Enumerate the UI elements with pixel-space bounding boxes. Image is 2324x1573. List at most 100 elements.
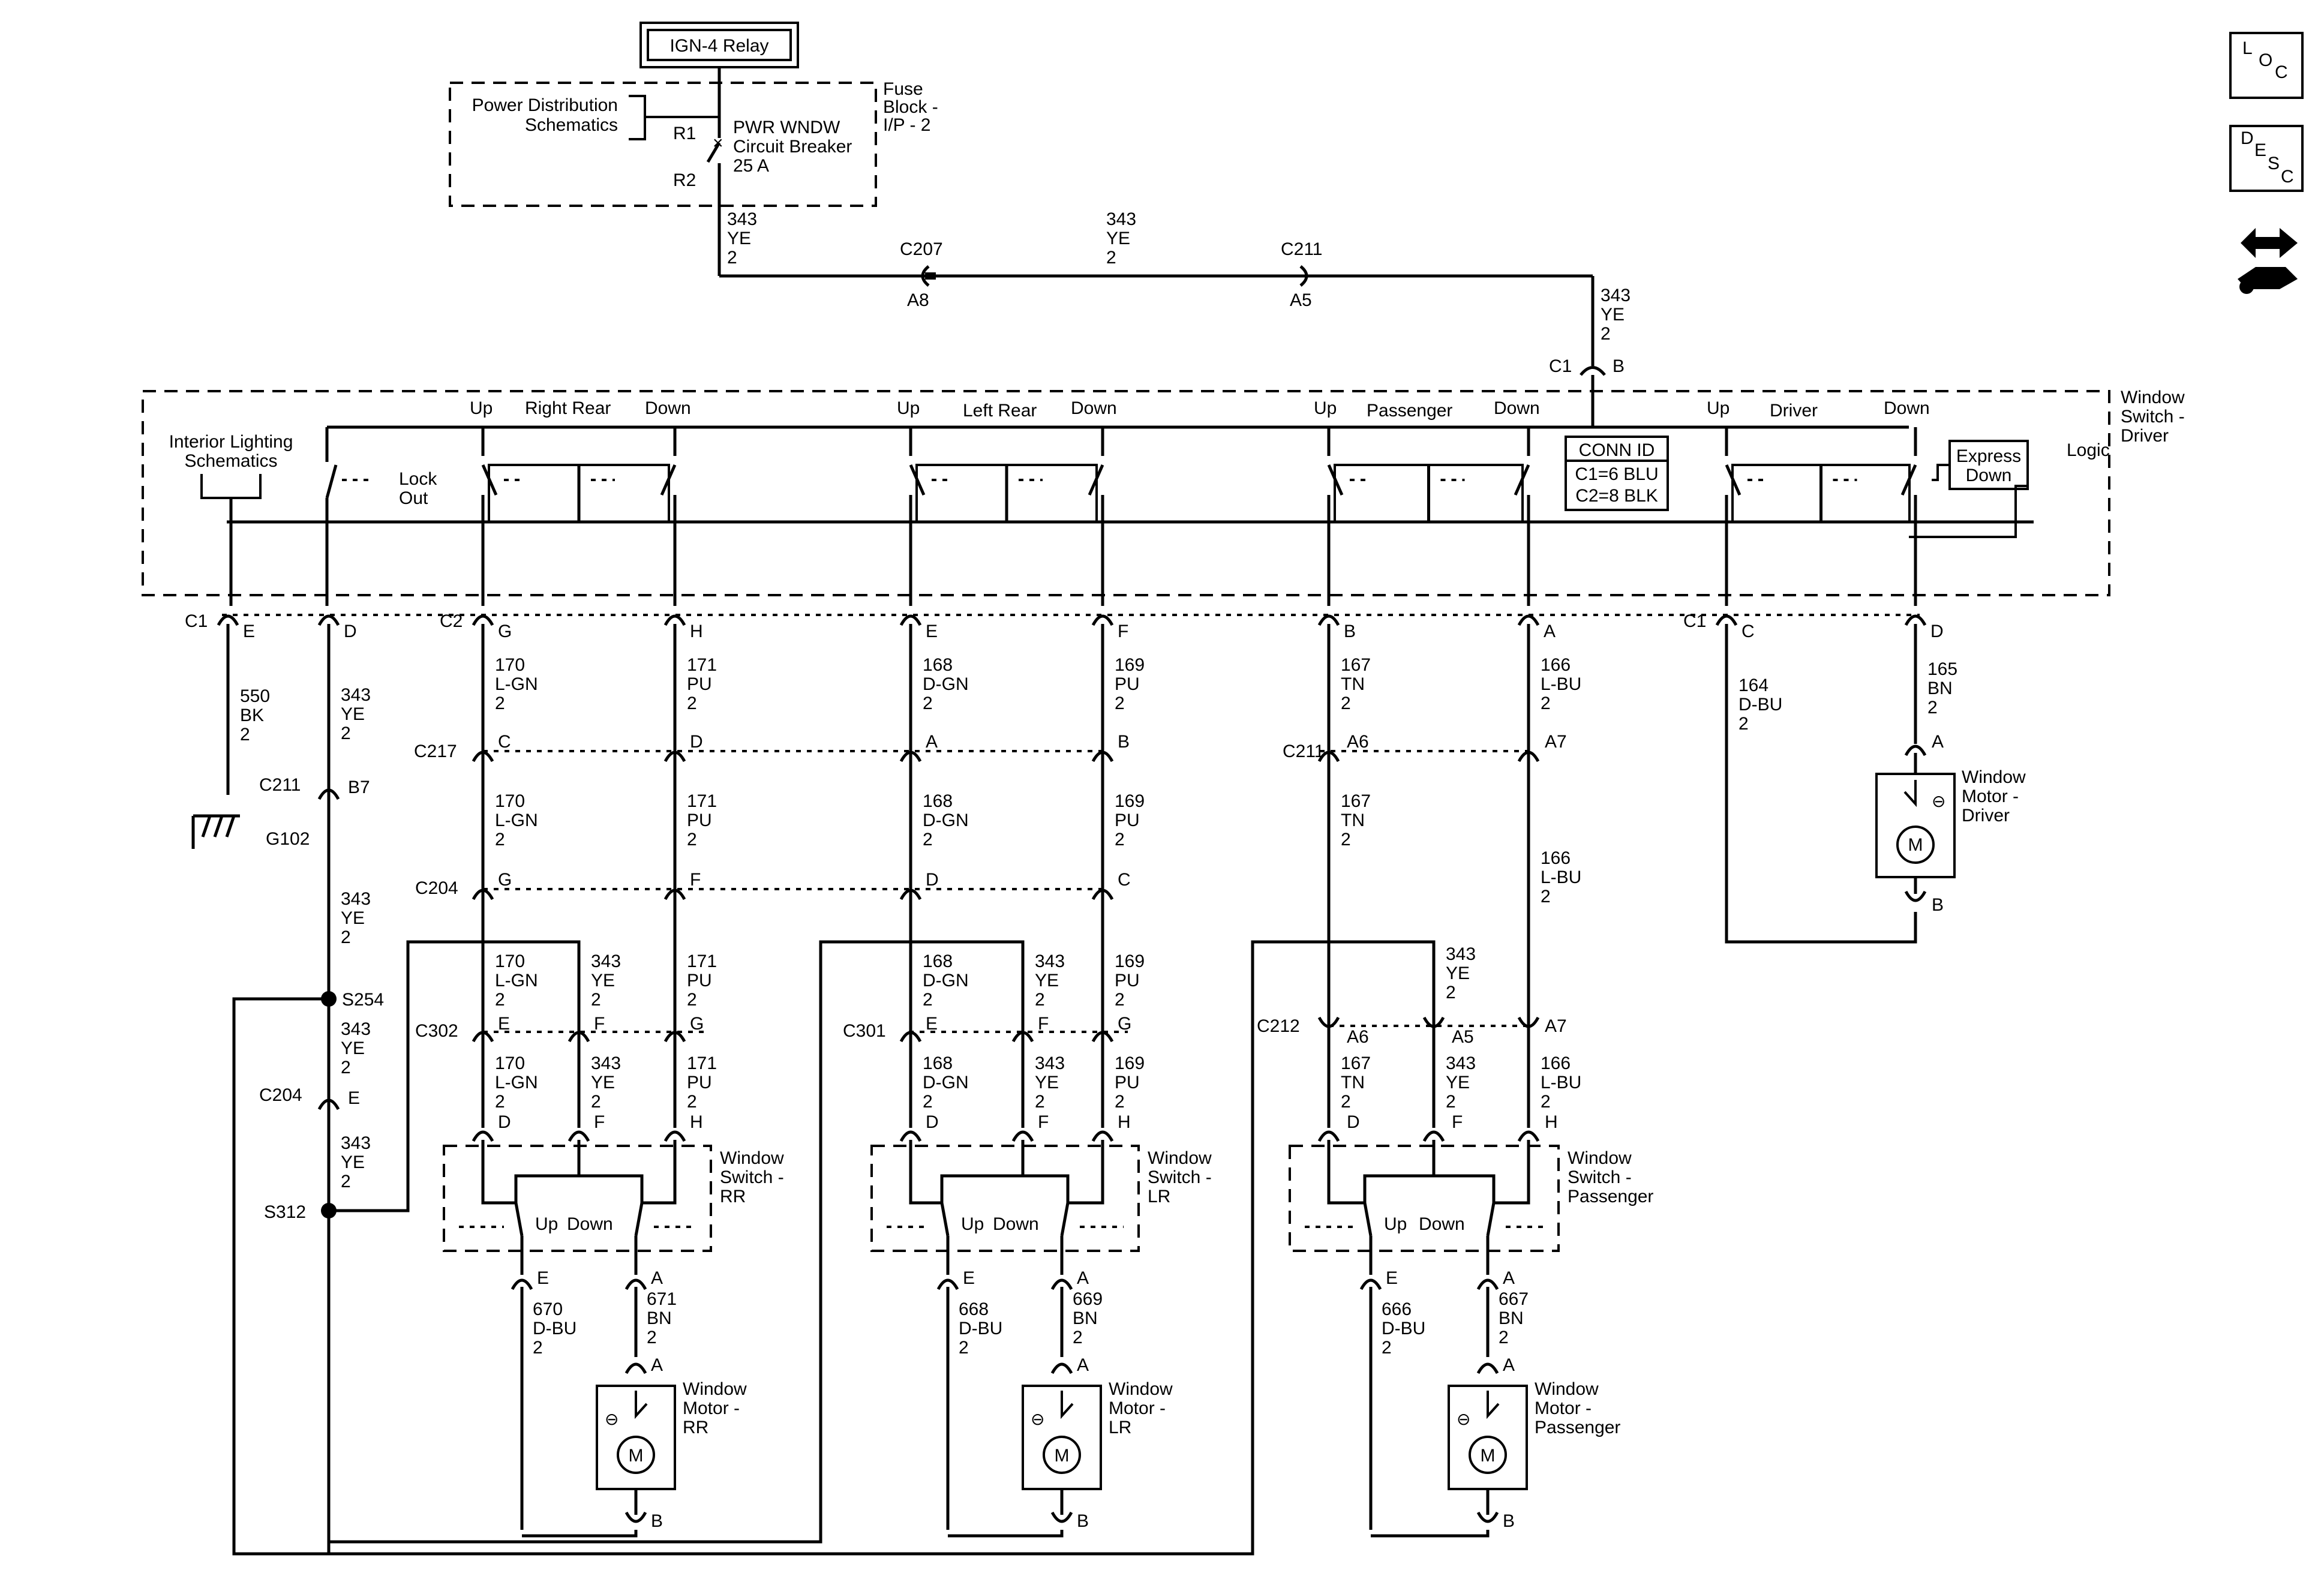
svg-text:Driver: Driver [1770, 401, 1818, 421]
wire-label-line: D-BU [959, 1319, 1002, 1338]
svg-text:I/P - 2: I/P - 2 [883, 115, 930, 135]
conn-c301: C301 [843, 1021, 886, 1041]
wire-label-line: D-BU [1739, 695, 1782, 715]
svg-text:C211: C211 [1281, 239, 1323, 259]
door-switch-box [1289, 1145, 1560, 1252]
svg-text:R1: R1 [673, 124, 696, 143]
motor-name: Motor - [683, 1398, 740, 1418]
svg-text:Up: Up [1707, 398, 1730, 418]
wire-label-line: 2 [341, 1172, 351, 1191]
arrows-icon[interactable] [2238, 228, 2298, 294]
connector-glyph [1011, 1031, 1034, 1043]
pin: E [963, 1268, 975, 1288]
sw-blade [1363, 1202, 1373, 1236]
wire-label-line: 343 [591, 1053, 621, 1073]
motor-breaker [635, 1391, 648, 1419]
wire-label-line: 171 [687, 791, 717, 811]
sw-line [1494, 1140, 1530, 1205]
motor-name: Motor - [1535, 1398, 1592, 1418]
pin-letter: E [926, 622, 938, 641]
svg-text:BK: BK [240, 706, 264, 725]
wire-label-line: D-BU [533, 1319, 577, 1338]
pin: H [1118, 1112, 1131, 1132]
pin: A [651, 1268, 663, 1288]
wire-label-line: 2 [495, 1092, 505, 1112]
connector-glyph [624, 1278, 647, 1290]
svg-text:C1: C1 [1549, 356, 1572, 376]
conn-c211: C211 [259, 775, 301, 795]
wire-label-line: 169 [1115, 655, 1145, 675]
wire-label-line: 171 [687, 951, 717, 971]
motor-polarity-icon: ⊖ [1457, 1410, 1470, 1428]
svg-text:Down: Down [1966, 466, 2012, 485]
door-switch-name: Switch - [1568, 1167, 1632, 1187]
wire-label-line: 2 [495, 990, 505, 1010]
wire-label-line: 2 [1446, 1092, 1456, 1112]
connector-glyph [511, 1278, 533, 1290]
pin: C [498, 732, 511, 752]
pin: A [1932, 732, 1944, 752]
pin: H [1545, 1112, 1558, 1132]
pin-letter: B [1344, 622, 1356, 641]
sw-blade [1486, 1202, 1496, 1236]
pin: B [651, 1511, 663, 1531]
desc-icon[interactable]: D E S C [2229, 125, 2304, 192]
wire-label-line: 171 [687, 655, 717, 675]
wire-label-line: 2 [1739, 714, 1749, 734]
door-switch-up: Up [1384, 1214, 1407, 1234]
wire-label-line: YE [591, 971, 615, 990]
pin: D [1347, 1112, 1360, 1132]
switch-pair-1 [481, 427, 677, 606]
window-motor-driver: M ⊖ Window Motor - Driver [1725, 624, 2026, 944]
svg-text:C2=8 BLK: C2=8 BLK [1575, 486, 1658, 506]
wire-segment [948, 1530, 1064, 1538]
wire-label-line: 2 [687, 694, 697, 713]
pin: E [498, 1014, 510, 1034]
wire-label-line: 166 [1541, 848, 1571, 868]
door-switch-name: Window [720, 1148, 784, 1168]
wire-label-line: 167 [1341, 655, 1371, 675]
sw-line [514, 1140, 581, 1203]
wire-label-line: 2 [923, 990, 933, 1010]
pin: G [1118, 1014, 1131, 1034]
pin: B [1932, 895, 1944, 915]
pin: A [926, 732, 938, 752]
svg-text:Lock: Lock [399, 469, 437, 489]
connector-glyph [936, 1278, 959, 1290]
wire-label-line: BN [1073, 1308, 1098, 1328]
window-switch-driver: Window Switch - Driver Logic Interior Li… [142, 388, 2185, 596]
wire-label-line: 170 [495, 655, 525, 675]
wire-label-line: D-GN [923, 810, 969, 830]
wire-label-line: 343 [1446, 1053, 1476, 1073]
wire-segment [522, 1530, 638, 1538]
pin: F [690, 870, 701, 890]
motor-name: Passenger [1535, 1418, 1620, 1437]
connector-glyph [1050, 1511, 1073, 1523]
connector-glyph [899, 751, 922, 763]
motor-circle [1469, 1436, 1507, 1474]
connector-glyph [1476, 1511, 1499, 1523]
sw-line [481, 1140, 516, 1205]
pin-letter: F [1118, 622, 1128, 641]
driver-switch-contacts [229, 427, 1917, 606]
connector-glyph [1359, 1278, 1382, 1290]
wire-label-line: YE [1035, 1073, 1059, 1092]
pin: D [498, 1112, 511, 1132]
wire-label-line: 2 [1115, 830, 1125, 849]
loc-icon[interactable]: L O C [2229, 32, 2304, 99]
wire-label-line: 164 [1739, 676, 1768, 695]
wire-label-line: 343 [341, 889, 371, 909]
wire-label-line: 2 [1035, 990, 1045, 1010]
wire-label-line: L-GN [495, 810, 538, 830]
driver-pin-4: E [899, 614, 938, 641]
wire-label-line: 2 [591, 1092, 601, 1112]
wire-label-line: 2 [923, 1092, 933, 1112]
